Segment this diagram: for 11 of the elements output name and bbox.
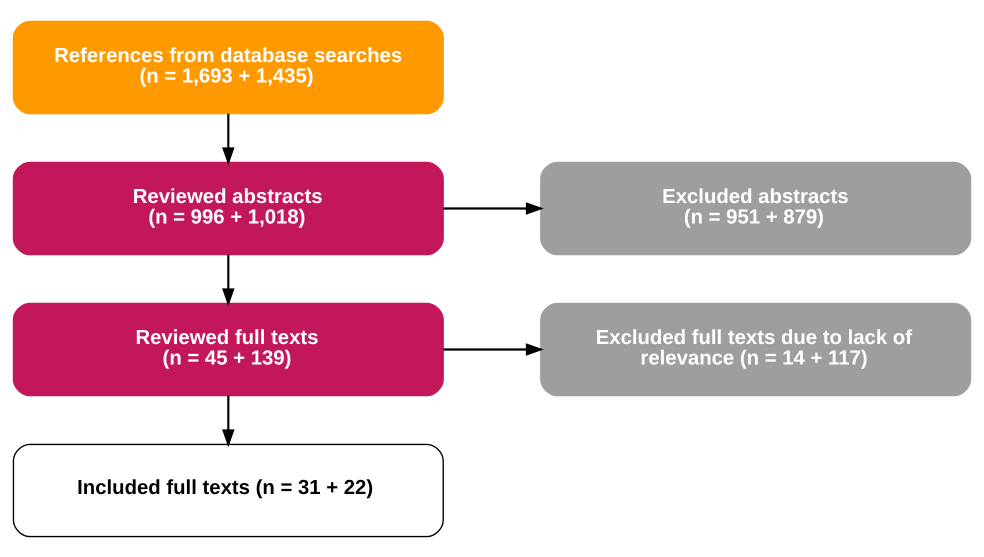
arrow	[444, 202, 544, 214]
arrow	[444, 342, 544, 356]
arrow	[222, 254, 235, 306]
node-box: References from database searches (n = 1,693 + 1,435)	[12, 20, 444, 114]
node-box: Reviewed full texts (n = 45 + 139)	[12, 302, 444, 396]
node-box: Excluded full texts due to lack of relevance (n = 14 + 117)	[540, 302, 972, 396]
arrow	[222, 395, 235, 447]
node-box: Excluded abstracts (n = 951 + 879)	[540, 161, 972, 255]
node-box: Included full texts (n = 31 + 22)	[12, 443, 444, 537]
node-box: Reviewed abstracts (n = 996 + 1,018)	[12, 161, 444, 255]
arrow	[222, 113, 235, 165]
